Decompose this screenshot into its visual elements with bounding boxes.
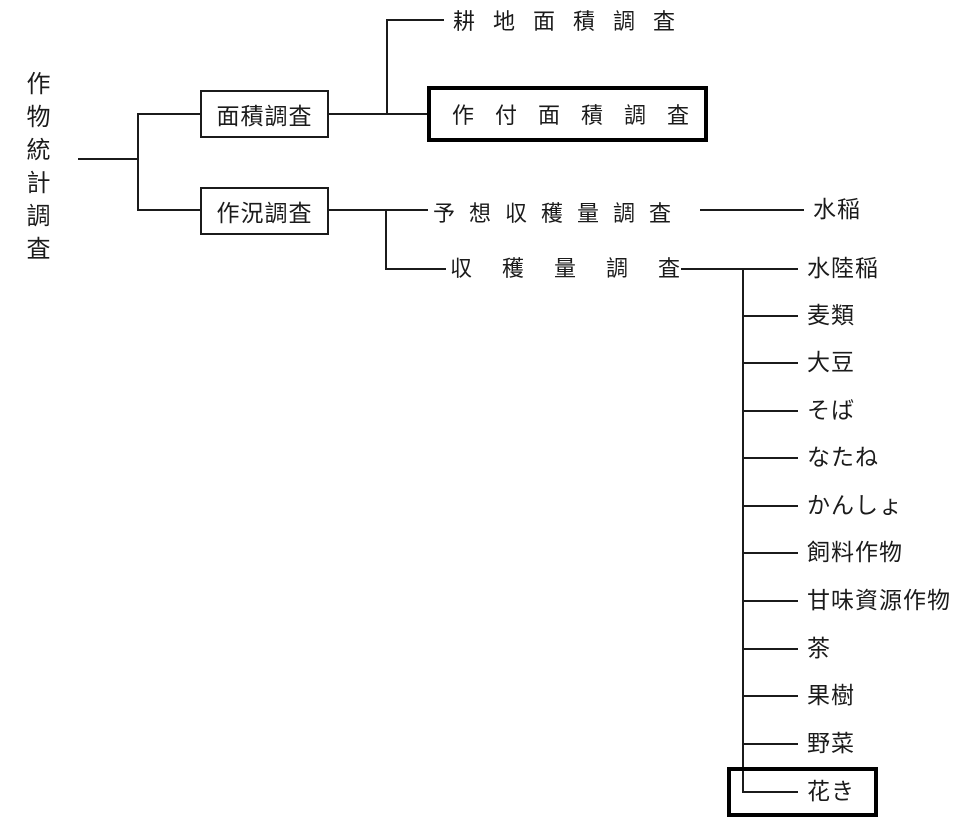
connector-yield-to-list (681, 268, 798, 270)
paddy-rice-label: 水稲 (813, 197, 861, 222)
list-item-flowers: 花き (807, 779, 855, 804)
list-item-water-upland-rice: 水陸稲 (807, 256, 879, 281)
expected-yield-survey-label: 予想収穫量調査 (433, 201, 686, 226)
connector-to-cultivated-land (386, 19, 444, 21)
list-item-buckwheat: そば (807, 398, 855, 423)
flowers-highlight-box (727, 767, 878, 817)
list-item-rapeseed: なたね (807, 445, 879, 470)
list-item-soybean: 大豆 (807, 350, 855, 375)
list-item-fruit-trees: 果樹 (807, 683, 855, 708)
list-item-sweet-potato: かんしょ (807, 493, 903, 518)
list-item-feed-crops: 飼料作物 (807, 540, 903, 565)
connector-tick-buckwheat (742, 410, 798, 412)
connector-tick-sweetener-crops (742, 600, 798, 602)
connector-tick-vegetables (742, 743, 798, 745)
planted-area-survey-highlight-box: 作付面積調査 (427, 86, 708, 142)
connector-tick-feed-crops (742, 552, 798, 554)
connector-list-vertical (742, 268, 744, 793)
connector-tick-flowers (742, 791, 798, 793)
list-item-wheat-barley: 麦類 (807, 303, 855, 328)
condition-survey-node: 作況調査 (200, 187, 329, 235)
connector-to-condition-survey (137, 209, 200, 211)
connector-tick-tea (742, 648, 798, 650)
connector-area-children-vertical (386, 19, 388, 115)
list-item-vegetables: 野菜 (807, 731, 855, 756)
planted-area-survey-label: 作付面積調査 (452, 103, 711, 128)
connector-root-horizontal (78, 158, 138, 160)
connector-tick-rapeseed (742, 457, 798, 459)
connector-tick-wheat-barley (742, 315, 798, 317)
root-node-label: 作物統計調査 (22, 71, 48, 269)
connector-to-area-survey (137, 113, 200, 115)
yield-survey-label: 収穫量調査 (450, 256, 711, 281)
connector-tick-soybean (742, 362, 798, 364)
connector-to-yield-survey (385, 268, 446, 270)
connector-to-paddy-rice (700, 209, 804, 211)
list-item-tea: 茶 (807, 636, 831, 661)
area-survey-label: 面積調査 (216, 104, 313, 129)
list-item-sweetener-crops: 甘味資源作物 (807, 588, 951, 613)
connector-level1-vertical (137, 113, 139, 211)
connector-condition-children-vertical (385, 209, 387, 270)
cultivated-land-area-survey-label: 耕地面積調査 (453, 9, 694, 34)
condition-survey-label: 作況調査 (216, 201, 313, 226)
area-survey-node: 面積調査 (200, 90, 329, 138)
connector-area-children-horizontal (329, 113, 427, 115)
connector-tick-sweet-potato (742, 505, 798, 507)
connector-tick-fruit-trees (742, 695, 798, 697)
connector-condition-children-horizontal (329, 209, 428, 211)
